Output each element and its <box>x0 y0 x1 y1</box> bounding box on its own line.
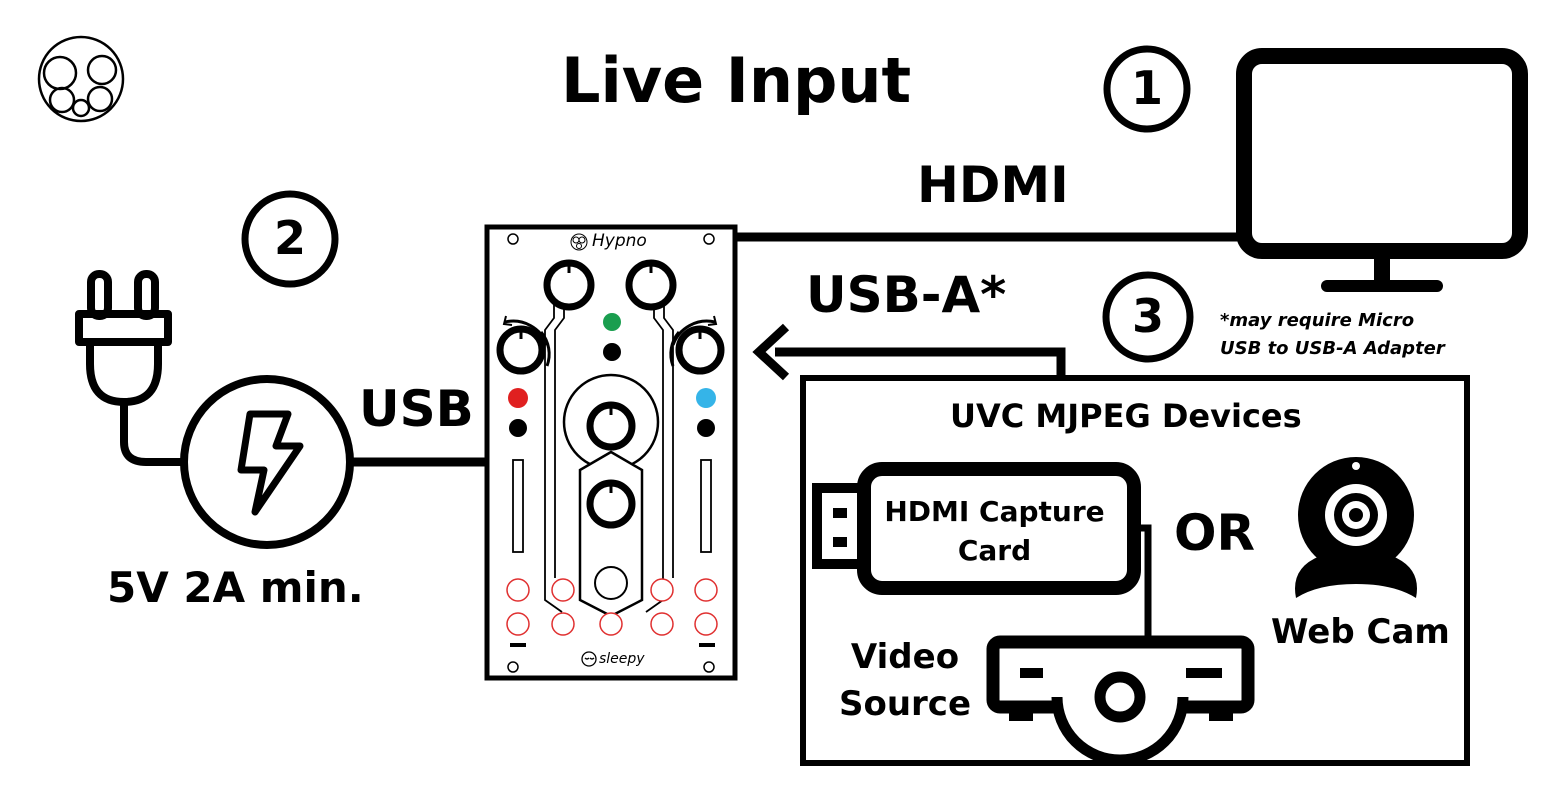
adapter-note-line-1: *may require Micro <box>1220 310 1415 331</box>
step-3-circle <box>1102 271 1194 363</box>
slider-right[interactable] <box>700 459 712 553</box>
jack[interactable] <box>694 578 718 602</box>
led-left-black <box>509 419 527 437</box>
knob-left[interactable] <box>496 315 551 375</box>
jack[interactable] <box>599 612 623 636</box>
power-adapter-icon <box>180 375 354 549</box>
hypno-module <box>484 224 738 681</box>
led-right-black <box>697 419 715 437</box>
module-maker-label: sleepy <box>599 651 645 667</box>
webcam-icon <box>1295 457 1417 598</box>
knob-top-left[interactable] <box>543 259 595 311</box>
jack[interactable] <box>506 612 530 636</box>
web-cam-label: Web Cam <box>1271 612 1450 652</box>
brand-logo-icon <box>37 35 125 123</box>
usb-a-cable <box>775 347 1066 375</box>
usb-a-label: USB-A* <box>806 266 1007 324</box>
module-name-label: Hypno <box>592 231 647 251</box>
jack[interactable] <box>650 612 674 636</box>
page-title: Live Input <box>561 44 912 117</box>
knob-center-lower[interactable] <box>586 479 636 529</box>
hypno-logo-icon <box>570 233 588 251</box>
knob-center[interactable] <box>586 401 636 451</box>
monitor-icon <box>1236 48 1528 292</box>
slider-left[interactable] <box>512 459 524 553</box>
center-button[interactable] <box>594 566 628 600</box>
hdmi-label: HDMI <box>917 156 1069 214</box>
step-1-number: 1 <box>1130 61 1163 115</box>
or-label: OR <box>1174 504 1256 562</box>
jack[interactable] <box>694 612 718 636</box>
usb-a-arrowhead <box>752 323 790 381</box>
power-plug-icon <box>75 270 185 466</box>
led-red <box>508 388 528 408</box>
capture-card-label-line-2: Card <box>957 534 1032 567</box>
capture-card-icon <box>812 462 1141 595</box>
video-source-icon <box>986 635 1255 766</box>
step-2-number: 2 <box>273 211 306 265</box>
knob-right[interactable] <box>669 315 725 375</box>
step-1-circle <box>1103 45 1191 133</box>
video-source-label-line-1: Video <box>850 637 960 677</box>
video-source-label-line-2: Source <box>838 684 972 724</box>
sleepy-logo-icon <box>581 651 597 667</box>
devices-heading: UVC MJPEG Devices <box>950 397 1302 435</box>
jack[interactable] <box>551 612 575 636</box>
power-spec-label: 5V 2A min. <box>107 563 364 612</box>
video-source-cable <box>1134 524 1152 636</box>
jack[interactable] <box>650 578 674 602</box>
step-3-number: 3 <box>1131 289 1164 343</box>
led-center-black <box>603 343 621 361</box>
jack[interactable] <box>506 578 530 602</box>
led-green <box>603 313 621 331</box>
step-2-circle <box>241 190 339 288</box>
usb-label: USB <box>359 380 474 438</box>
knob-top-right[interactable] <box>625 259 677 311</box>
jack[interactable] <box>551 578 575 602</box>
capture-card-label-line-1: HDMI Capture <box>884 495 1105 528</box>
adapter-note-line-2: USB to USB-A Adapter <box>1220 338 1445 359</box>
led-blue <box>696 388 716 408</box>
lightning-bolt-icon <box>237 410 304 516</box>
